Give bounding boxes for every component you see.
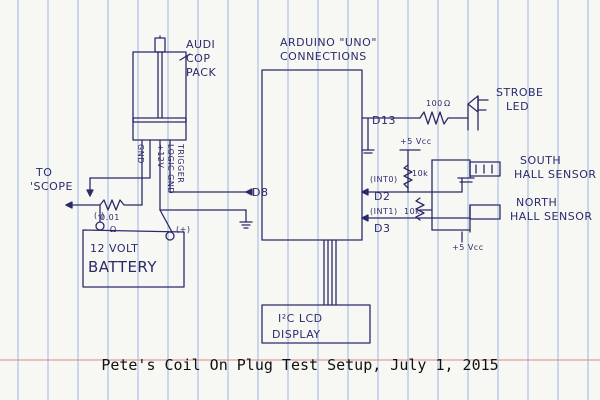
labels: AUDI COP PACK TRIGGER LOGIC GND +12V GND… (30, 36, 597, 341)
battery-label-line1: 12 VOLT (90, 242, 138, 255)
north-sensor-label-line1: NORTH (516, 196, 557, 209)
north-hall-sensor (469, 204, 501, 220)
south-sensor-label-line1: SOUTH (520, 154, 561, 167)
lcd-label-line2: DISPLAY (272, 328, 321, 341)
resistor-10k-north-label: 10k (404, 207, 420, 216)
resistor-100-label: 100 (426, 99, 443, 108)
coil-pin-logic-gnd-label: LOGIC GND (166, 144, 175, 194)
d2-label: D2 (374, 190, 390, 203)
d8-label: D8 (252, 186, 268, 199)
strobe-circuit (361, 95, 489, 154)
shunt-value-label: 0.01 (100, 213, 120, 222)
strobe-label-line1: STROBE (496, 86, 544, 99)
battery-label-line2: BATTERY (88, 258, 157, 276)
battery-plus-label: (+) (176, 225, 190, 234)
coil-pin-gnd-label: GND (136, 144, 145, 164)
ruled-paper (17, 0, 589, 400)
trigger-wire (159, 188, 253, 229)
int0-label: (INT0) (370, 175, 398, 184)
scope-label-line1: TO (35, 166, 52, 179)
int1-label: (INT1) (370, 207, 398, 216)
scope-wiring (65, 177, 173, 233)
coil-pins (141, 139, 171, 211)
coil-pin-trigger-label: TRIGGER (176, 143, 185, 183)
resistor-10k-south-label: 10k (412, 169, 428, 178)
shunt-unit-label: Ω (110, 225, 117, 234)
d3-label: D3 (374, 222, 390, 235)
vcc-bottom-label: +5 Vcc (452, 243, 484, 252)
diagram-caption: Pete's Coil On Plug Test Setup, July 1, … (101, 356, 499, 374)
lcd-label-line1: I²C LCD (278, 312, 323, 325)
arduino-board (261, 69, 363, 241)
vcc-top-label: +5 Vcc (400, 137, 432, 146)
coil-title-line1: AUDI (186, 38, 215, 51)
south-sensor-label-line2: HALL SENSOR (514, 168, 597, 181)
battery-minus-label: (-) (94, 211, 105, 220)
coil-title-line2: COP (186, 52, 210, 65)
coil-title-line3: PACK (186, 66, 216, 79)
lcd-wiring (261, 239, 371, 344)
north-sensor-label-line2: HALL SENSOR (510, 210, 593, 223)
scope-label-line2: 'SCOPE (30, 180, 73, 193)
resistor-100-unit: Ω (444, 99, 451, 108)
south-hall-sensor (469, 161, 501, 177)
d13-label: D13 (372, 114, 396, 127)
arduino-label-line1: ARDUINO "UNO" (280, 36, 377, 49)
coil-pack (132, 35, 191, 141)
strobe-label-line2: LED (506, 100, 529, 113)
battery (82, 221, 185, 288)
arduino-label-line2: CONNECTIONS (280, 50, 367, 63)
coil-pin-12v-label: +12V (156, 144, 165, 168)
